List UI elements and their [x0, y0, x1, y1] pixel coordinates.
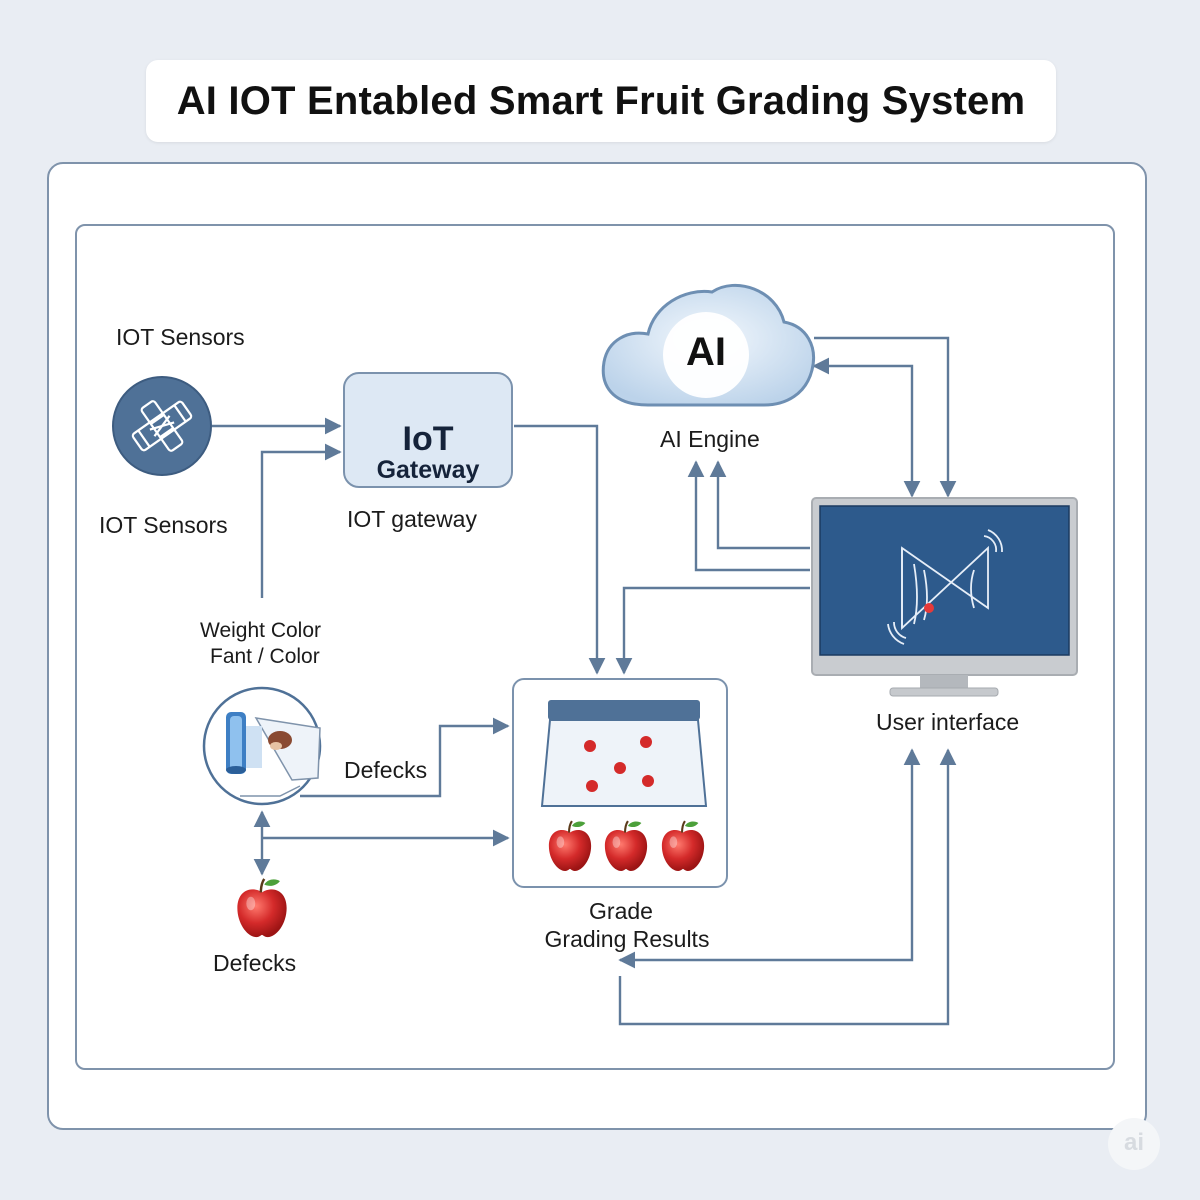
monitor-icon [811, 497, 1078, 697]
camera-sensor-icon [202, 686, 322, 806]
ai-cloud-text: AI [686, 330, 726, 374]
grading-results-node [512, 678, 728, 888]
iot-gateway-label: IOT gateway [347, 506, 477, 532]
watermark-logo: ai [1108, 1118, 1160, 1170]
weight-color-label-1: Weight Color [200, 619, 321, 642]
arrow-results-to-ui-2 [618, 748, 957, 1026]
title-banner: AI IOT Entabled Smart Fruit Grading Syst… [146, 60, 1056, 142]
grade-label: Grade [589, 898, 653, 924]
arrow-monitor-to-ai-1 [687, 460, 810, 572]
inner-frame [75, 224, 1115, 1070]
iot-sensors-top-label: IOT Sensors [116, 324, 245, 350]
user-interface-label: User interface [876, 709, 1020, 735]
arrow-monitor-to-ai-2 [709, 460, 810, 550]
gateway-subtitle: Gateway [376, 456, 480, 484]
ai-engine-label: AI Engine [660, 426, 760, 452]
gateway-title: IoT [402, 420, 454, 458]
iot-sensor-icon [112, 376, 212, 476]
arrow-camera-to-grading [300, 717, 510, 798]
ai-cloud-icon [601, 283, 815, 407]
defects-arrow-label: Defecks [344, 757, 428, 783]
defect-apple-icon [236, 877, 288, 939]
iot-sensors-bottom-label: IOT Sensors [99, 512, 228, 538]
arrow-cloud-to-monitor-1 [812, 357, 921, 498]
connection-arrows [212, 336, 957, 1026]
arrow-results-to-ui-1 [618, 748, 921, 969]
arrow-gateway-to-grading [514, 424, 606, 675]
apple-defects-label: Defecks [213, 950, 297, 976]
diagram-title: AI IOT Entabled Smart Fruit Grading Syst… [176, 78, 1026, 123]
iot-gateway-node: IoT Gateway [343, 372, 513, 488]
arrow-monitor-to-grading [615, 586, 810, 675]
grading-results-label: Grading Results [544, 926, 710, 952]
arrow-weight-to-gateway [260, 443, 342, 598]
arrow-cloud-to-monitor-2 [814, 336, 957, 498]
weight-color-label-2: Fant / Color [210, 645, 320, 668]
